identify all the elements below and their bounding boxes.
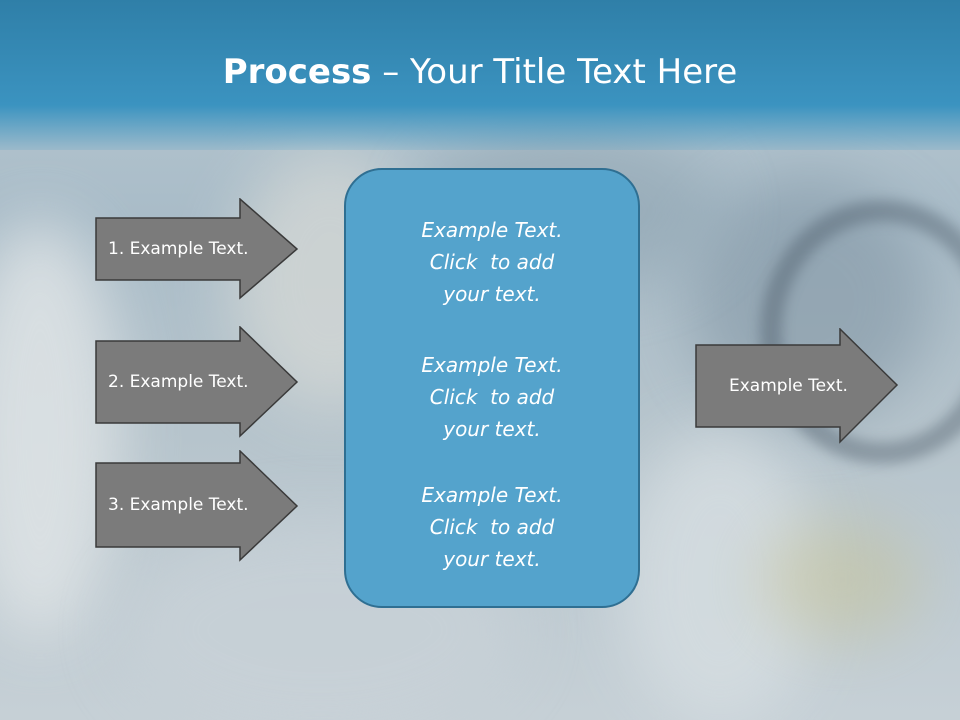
block-line: your text.	[443, 417, 541, 441]
text-block-2[interactable]: Example Text. Click to add your text.	[346, 349, 638, 445]
arrow-label: Example Text.	[729, 376, 848, 396]
arrow-right-icon	[95, 450, 299, 562]
text-block-1[interactable]: Example Text. Click to add your text.	[346, 214, 638, 310]
center-text-box[interactable]: Example Text. Click to add your text. Ex…	[344, 168, 640, 608]
block-line: Click to add	[429, 515, 555, 539]
left-arrow-1[interactable]: 1. Example Text.	[95, 198, 300, 300]
block-line: Example Text.	[421, 483, 563, 507]
title-rest: – Your Title Text Here	[371, 52, 738, 92]
arrow-label: 2. Example Text.	[108, 372, 249, 392]
text-block-3[interactable]: Example Text. Click to add your text.	[346, 479, 638, 575]
arrow-right-icon	[695, 328, 899, 444]
block-line: Click to add	[429, 250, 555, 274]
right-arrow[interactable]: Example Text.	[695, 328, 900, 444]
left-arrow-2[interactable]: 2. Example Text.	[95, 326, 300, 438]
arrow-label: 3. Example Text.	[108, 495, 249, 515]
arrow-label: 1. Example Text.	[108, 239, 249, 259]
block-line: Click to add	[429, 385, 555, 409]
slide-title[interactable]: Process – Your Title Text Here	[0, 52, 960, 92]
block-line: your text.	[443, 547, 541, 571]
title-bold: Process	[222, 52, 372, 92]
arrow-right-icon	[95, 326, 299, 438]
title-bar	[0, 0, 960, 150]
block-line: Example Text.	[421, 218, 563, 242]
arrow-right-icon	[95, 198, 299, 300]
left-arrow-3[interactable]: 3. Example Text.	[95, 450, 300, 562]
block-line: Example Text.	[421, 353, 563, 377]
block-line: your text.	[443, 282, 541, 306]
